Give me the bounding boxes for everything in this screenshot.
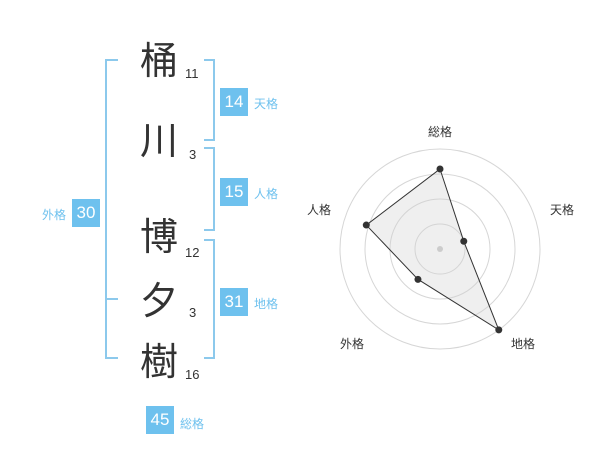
radar-center-dot — [437, 246, 443, 252]
chikaku-value: 31 — [220, 288, 248, 316]
stroke-count-3: 12 — [185, 245, 200, 260]
radar-grid-ring — [339, 148, 541, 350]
tenkaku-value: 14 — [220, 88, 248, 116]
soukaku-value: 45 — [146, 406, 174, 434]
tenkaku-label: 天格 — [254, 97, 279, 111]
jinkaku-label: 人格 — [254, 187, 279, 201]
radar-point-3 — [495, 326, 503, 334]
stroke-count-4: 3 — [189, 305, 197, 320]
name-char-2: 川 — [140, 119, 179, 163]
radar-grid-ring — [414, 223, 466, 275]
stroke-count-1: 11 — [185, 66, 199, 81]
jinkaku-value: 15 — [220, 178, 248, 206]
stroke-count-5: 16 — [185, 367, 200, 382]
radar-label-gaikaku: 外格 — [340, 337, 365, 351]
gaikaku-label: 外格 — [42, 208, 67, 222]
radar-polygon — [365, 168, 500, 332]
radar-grid-ring — [389, 198, 491, 300]
radar-label-soukaku: 総格 — [428, 125, 453, 139]
radar-label-chikaku: 地格 — [511, 337, 536, 351]
name-char-3: 博 — [140, 215, 179, 259]
radar-point-4 — [414, 275, 422, 283]
name-char-5: 樹 — [140, 340, 179, 384]
gaikaku-value: 30 — [72, 199, 100, 227]
radar-point-5 — [362, 221, 370, 229]
radar-label-jinkaku: 人格 — [307, 203, 332, 217]
radar-point-2 — [460, 237, 468, 245]
radar-label-tenkaku: 天格 — [550, 203, 575, 217]
radar-point-1 — [436, 165, 444, 173]
name-char-4: 夕 — [140, 279, 179, 323]
soukaku-label: 総格 — [180, 417, 205, 431]
radar-grid-ring — [364, 173, 516, 325]
stroke-count-2: 3 — [189, 147, 197, 162]
name-char-1: 桶 — [140, 39, 179, 83]
chikaku-label: 地格 — [254, 297, 279, 311]
